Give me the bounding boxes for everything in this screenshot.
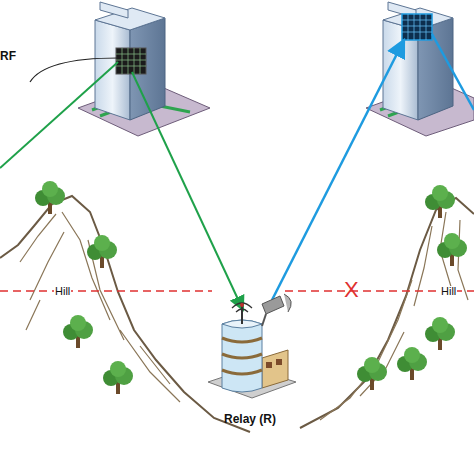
- valley-ground: [0, 196, 474, 474]
- left-building: [78, 2, 210, 136]
- blocked-sightline: [0, 290, 212, 292]
- blue-link: [272, 40, 404, 300]
- blocked-mark: X: [344, 279, 359, 301]
- left-hill: [0, 196, 250, 432]
- node-label: Relay (R): [200, 412, 300, 426]
- green-link: [132, 72, 243, 310]
- rf-leader: [30, 58, 118, 82]
- right-hill: [300, 198, 474, 428]
- signal-label: RF: [0, 50, 16, 62]
- right-hill-hatching: [320, 212, 468, 420]
- hill-label: Hill: [440, 286, 457, 297]
- left-hill-hatching: [20, 212, 180, 402]
- green-link: [0, 62, 118, 168]
- relay-building: [200, 284, 300, 404]
- hill-label: Hill: [54, 286, 71, 297]
- trees: [35, 181, 467, 394]
- relay-node: Relay (R): [200, 284, 300, 430]
- right-building: [366, 2, 474, 136]
- blue-link: [432, 34, 474, 110]
